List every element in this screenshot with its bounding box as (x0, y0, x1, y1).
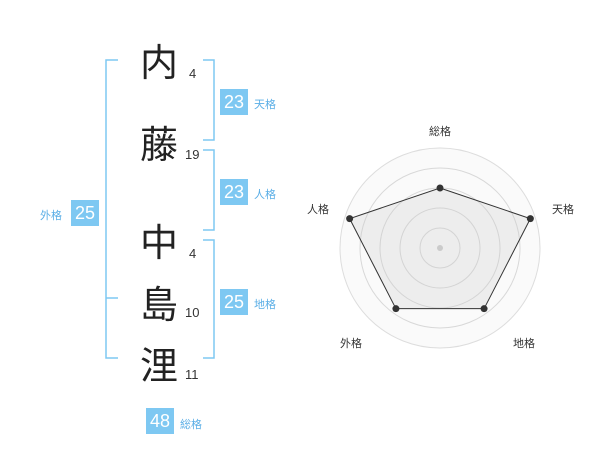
stroke-count-3: 4 (189, 246, 197, 261)
stroke-count-1: 4 (189, 66, 197, 81)
name-char-4: 島 (139, 283, 178, 327)
radar-point-3 (480, 305, 488, 313)
radar-axis-label-chikaku: 地格 (513, 337, 535, 350)
name-char-3: 中 (139, 221, 178, 265)
gaikaku-badge: 25 (71, 200, 99, 226)
soukaku-label: 総格 (180, 418, 202, 431)
gaikaku-label: 外格 (40, 209, 62, 222)
tenkaku-badge: 23 (220, 89, 248, 115)
radar-axis-label-tenkaku: 天格 (552, 203, 574, 216)
jinkaku-badge: 23 (220, 179, 248, 205)
name-char-5: 浬 (139, 344, 178, 388)
tenkaku-label: 天格 (254, 98, 276, 111)
chikaku-label: 地格 (254, 298, 276, 311)
name-char-2: 藤 (139, 123, 178, 167)
stroke-count-5: 11 (185, 367, 199, 382)
radar-ring-4 (419, 227, 461, 269)
radar-axis-label-soukaku: 総格 (429, 125, 451, 138)
radar-series-shape (348, 187, 532, 310)
radar-axis-label-gaikaku: 外格 (340, 337, 362, 350)
chikaku-badge: 25 (220, 289, 248, 315)
name-char-1: 内 (139, 41, 178, 85)
soukaku-badge: 48 (146, 408, 174, 434)
radar-center (437, 245, 443, 251)
stroke-count-4: 10 (185, 305, 200, 320)
radar-ring-3 (399, 207, 481, 289)
radar-axis-label-jinkaku: 人格 (307, 203, 329, 216)
radar-point-5 (346, 215, 354, 223)
radar-point-4 (392, 305, 400, 313)
jinkaku-label: 人格 (254, 188, 276, 201)
stroke-count-2: 19 (185, 147, 200, 162)
radar-point-2 (526, 215, 534, 223)
radar-ring-1 (359, 167, 521, 329)
radar-point-1 (436, 184, 444, 192)
